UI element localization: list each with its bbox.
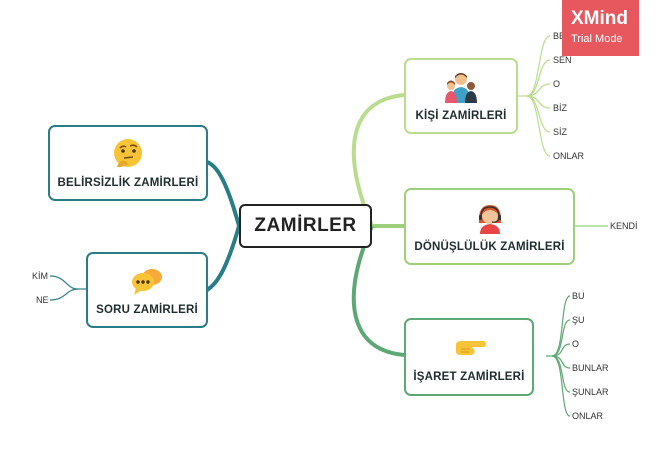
topic-label: DÖNÜŞLÜLÜK ZAMİRLERİ [414, 240, 565, 253]
topic-label: İŞARET ZAMİRLERİ [413, 371, 525, 383]
subtopic-kendi[interactable]: KENDİ [610, 221, 638, 231]
subtopic-su[interactable]: ŞU [572, 315, 585, 325]
subtopic-biz[interactable]: BİZ [553, 103, 568, 113]
badge-subtitle: Trial Mode [571, 33, 623, 45]
root-topic-label: ZAMİRLER [254, 215, 357, 236]
topic-belirsizlik-zamirleri[interactable]: BELİRSİZLİK ZAMİRLERİ [48, 125, 208, 201]
pointing-hand-icon [456, 341, 486, 355]
topic-donusluluk-zamirleri[interactable]: DÖNÜŞLÜLÜK ZAMİRLERİ [404, 188, 575, 265]
people-icon [445, 73, 477, 103]
subtopic-o[interactable]: O [572, 339, 580, 349]
topic-label: BELİRSİZLİK ZAMİRLERİ [57, 177, 199, 189]
badge-title: XMind [571, 8, 628, 29]
subtopic-o[interactable]: O [553, 79, 561, 89]
subtopic-kim[interactable]: KİM [32, 271, 49, 281]
thinking-face-icon [114, 139, 142, 167]
subtopic-bu[interactable]: BU [572, 291, 585, 301]
woman-headset-icon [478, 204, 501, 234]
topic-soru-zamirleri[interactable]: SORU ZAMİRLERİ [86, 252, 208, 328]
subtopic-onlar[interactable]: ONLAR [553, 151, 585, 161]
root-topic[interactable]: ZAMİRLER [239, 204, 372, 248]
subtopic-sen[interactable]: SEN [553, 55, 572, 65]
topic-isaret-zamirleri[interactable]: İŞARET ZAMİRLERİ [404, 318, 534, 396]
subtopic-sunlar[interactable]: ŞUNLAR [572, 387, 609, 397]
subtopic-ne[interactable]: NE [36, 295, 49, 305]
subtopic-onlar[interactable]: ONLAR [572, 411, 604, 421]
xmind-trial-badge: XMind Trial Mode [562, 0, 639, 56]
topic-label: KİŞİ ZAMİRLERİ [415, 110, 507, 122]
subtopic-siz[interactable]: SİZ [553, 127, 568, 137]
subtopic-bunlar[interactable]: BUNLAR [572, 363, 609, 373]
topic-kisi-zamirleri[interactable]: KİŞİ ZAMİRLERİ [404, 58, 518, 134]
topic-label: SORU ZAMİRLERİ [96, 304, 198, 316]
speech-bubbles-icon [132, 269, 162, 295]
